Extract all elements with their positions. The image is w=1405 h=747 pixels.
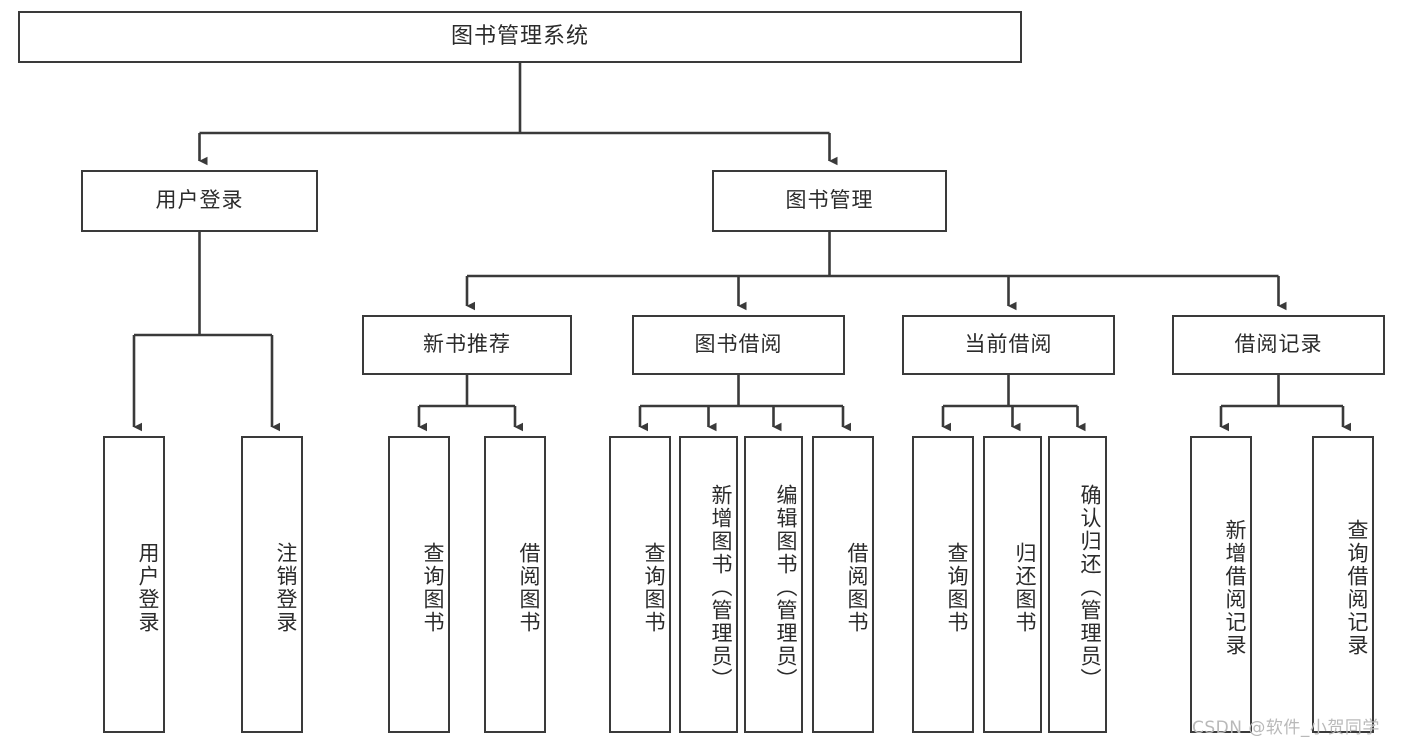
node-login[interactable]: 用户登录 xyxy=(81,170,318,232)
node-label: 查询图书 xyxy=(421,541,445,634)
node-leaf-borrow2[interactable]: 借阅图书 xyxy=(812,436,874,733)
node-label: 新增图书（管理员） xyxy=(709,484,733,691)
node-label: 借阅图书 xyxy=(845,541,869,634)
node-current[interactable]: 当前借阅 xyxy=(902,315,1115,375)
node-root[interactable]: 图书管理系统 xyxy=(18,11,1022,63)
node-leaf-logout[interactable]: 注销登录 xyxy=(241,436,303,733)
node-label: 新书推荐 xyxy=(423,332,511,357)
node-label: 借阅图书 xyxy=(517,541,541,634)
node-label: 确认归还（管理员） xyxy=(1078,484,1102,691)
node-label: 图书管理系统 xyxy=(450,23,589,49)
node-leaf-borrow1[interactable]: 借阅图书 xyxy=(484,436,546,733)
csdn-watermark: CSDN @软件_小贺同学 xyxy=(1192,718,1380,738)
node-leaf-addrec[interactable]: 新增借阅记录 xyxy=(1190,436,1252,733)
node-label: 借阅记录 xyxy=(1234,332,1323,357)
node-leaf-query3[interactable]: 查询图书 xyxy=(912,436,974,733)
node-label: 图书借阅 xyxy=(694,332,783,357)
node-label: 用户登录 xyxy=(155,188,244,213)
node-label: 查询图书 xyxy=(945,541,969,634)
node-label: 用户登录 xyxy=(136,541,160,634)
node-leaf-query1[interactable]: 查询图书 xyxy=(388,436,450,733)
node-label: 当前借阅 xyxy=(964,332,1053,357)
node-label: 编辑图书（管理员） xyxy=(774,484,798,691)
node-leaf-login[interactable]: 用户登录 xyxy=(103,436,165,733)
node-leaf-return[interactable]: 归还图书 xyxy=(983,436,1042,733)
node-leaf-queryrec[interactable]: 查询借阅记录 xyxy=(1312,436,1374,733)
node-label: 图书管理 xyxy=(785,188,874,213)
node-bookmgmt[interactable]: 图书管理 xyxy=(712,170,947,232)
node-borrow[interactable]: 图书借阅 xyxy=(632,315,845,375)
node-label: 新增借阅记录 xyxy=(1223,518,1247,657)
node-leaf-query2[interactable]: 查询图书 xyxy=(609,436,671,733)
node-label: 查询图书 xyxy=(642,541,666,634)
node-label: 归还图书 xyxy=(1013,541,1037,634)
node-label: 注销登录 xyxy=(274,541,298,634)
node-records[interactable]: 借阅记录 xyxy=(1172,315,1385,375)
node-leaf-confirm[interactable]: 确认归还（管理员） xyxy=(1048,436,1107,733)
node-label: 查询借阅记录 xyxy=(1345,518,1369,657)
node-leaf-add[interactable]: 新增图书（管理员） xyxy=(679,436,738,733)
node-leaf-edit[interactable]: 编辑图书（管理员） xyxy=(744,436,803,733)
node-newrec[interactable]: 新书推荐 xyxy=(362,315,572,375)
